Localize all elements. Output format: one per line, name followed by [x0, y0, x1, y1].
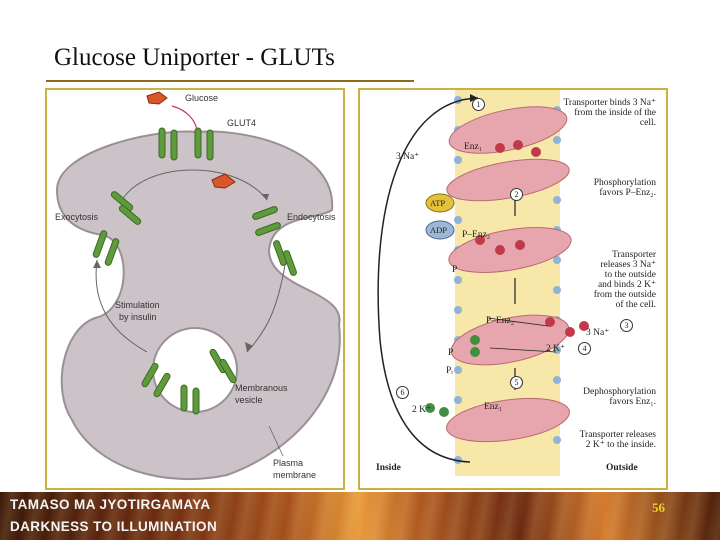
enz1-bottom-label: Enz₁	[484, 402, 503, 412]
p-label-1: P	[452, 265, 458, 275]
outside-label: Outside	[606, 463, 638, 473]
pump-proteins	[446, 106, 572, 443]
glucose-entry-arrow	[171, 105, 198, 131]
step-3-description: Transporter releases 3 Na⁺ to the outsid…	[593, 250, 656, 310]
na-out-arrow	[487, 317, 549, 327]
p-enz2-label-a: P–Enz₂	[462, 230, 491, 240]
adp-label: ADP	[430, 225, 448, 235]
potassium-ions	[425, 335, 480, 417]
step-marker-5: 5	[510, 376, 523, 389]
step-marker-2: 2	[510, 188, 523, 201]
na-k-pump-figure: 1 2 3 4 5 6 3 Na⁺ Enz₁ ATP ADP P–Enz₂ P–…	[358, 88, 668, 490]
enz1-top-label: Enz₁	[464, 142, 483, 152]
k-in-arrow	[489, 347, 557, 353]
k-outside-label: 2 K⁺	[546, 344, 565, 354]
footer-banner	[0, 492, 720, 540]
footer-motto-line-1: TAMASO MA JYOTIRGAMAYA	[10, 497, 211, 512]
membranous-vesicle-label-2: vesicle	[235, 395, 263, 405]
stimulation-label-1: Stimulation	[115, 300, 160, 310]
step-marker-3: 3	[620, 319, 633, 332]
glut4-figure: Glucose GLUT4 Exocytosis Endocytosis Sti…	[45, 88, 345, 490]
title-underline	[46, 80, 414, 82]
step-marker-4: 4	[578, 342, 591, 355]
plasma-membrane-label-1: Plasma	[273, 458, 304, 468]
na-inside-label: 3 Na⁺	[396, 152, 420, 162]
glut4-diagram	[55, 91, 341, 481]
glucose-molecule-inside	[211, 173, 236, 189]
adp-molecule	[425, 220, 455, 240]
glut4-transporters	[92, 127, 297, 415]
na-outside-label: 3 Na⁺	[586, 328, 610, 338]
na-k-pump-diagram	[377, 90, 589, 476]
cycle-arrow-top	[121, 169, 268, 201]
cycle-arrow-right	[246, 264, 286, 353]
atp-molecule	[425, 193, 455, 213]
step-marker-6: 6	[396, 386, 409, 399]
cycle-loop-arrow	[377, 97, 479, 463]
glucose-label: Glucose	[185, 93, 219, 103]
slide-title: Glucose Uniporter - GLUTs	[54, 44, 335, 71]
plasma-membrane-label-2: membrane	[273, 470, 317, 480]
slide-page-number: 56	[652, 500, 665, 515]
step-1-description: Transporter binds 3 Na⁺ from the inside …	[563, 98, 656, 128]
endocytosis-label: Endocytosis	[287, 212, 336, 222]
step-6-description: Transporter releases 2 K⁺ to the inside.	[579, 430, 656, 450]
step-marker-1: 1	[472, 98, 485, 111]
stimulation-label-2: by insulin	[119, 312, 157, 322]
step-5-description: Dephosphorylation favors Enz₁.	[583, 387, 656, 407]
pi-label: Pᵢ	[446, 366, 453, 376]
plasma-membrane-pointer	[268, 425, 284, 457]
k-inside-label: 2 K⁺	[412, 405, 431, 415]
inside-label: Inside	[376, 463, 401, 473]
atp-label: ATP	[430, 198, 446, 208]
glucose-molecule-outside	[146, 91, 168, 105]
p-enz2-label-b: P–Enz₂	[486, 316, 515, 326]
glut4-label: GLUT4	[227, 118, 257, 128]
exocytosis-label: Exocytosis	[55, 212, 99, 222]
cell-body	[55, 130, 341, 481]
sodium-ions	[475, 140, 589, 337]
step-2-description: Phosphorylation favors P–Enz₂.	[593, 178, 656, 198]
p-label-2: P	[448, 348, 454, 358]
membranous-vesicle-label-1: Membranous	[235, 383, 288, 393]
footer-motto-line-2: DARKNESS TO ILLUMINATION	[10, 519, 218, 534]
cycle-arrow-left	[95, 259, 148, 353]
